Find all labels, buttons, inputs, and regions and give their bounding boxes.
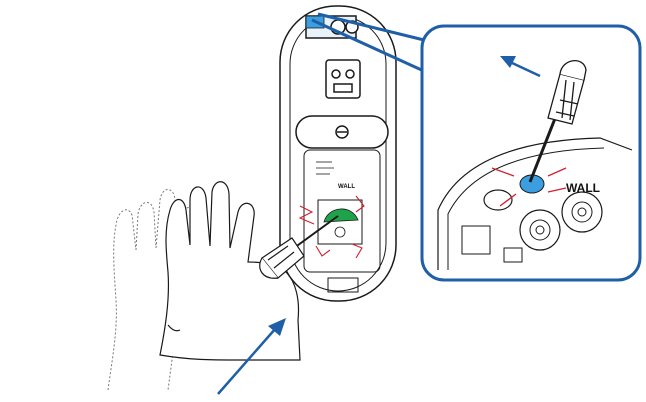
zoom-callout (420, 24, 642, 282)
push-arrow-icon (217, 318, 286, 395)
screwdriver-icon (259, 215, 339, 279)
red-marks (298, 195, 365, 259)
callout-connector (311, 12, 427, 74)
device-backplate (279, 5, 397, 302)
hand-icon (159, 181, 301, 361)
arrow-icon (500, 56, 541, 78)
wall-label-main: WALL (338, 184, 355, 190)
terminal-highlight (317, 199, 363, 245)
zoom-screwdriver-icon (528, 60, 587, 183)
wall-label-zoom: WALL (566, 181, 600, 195)
